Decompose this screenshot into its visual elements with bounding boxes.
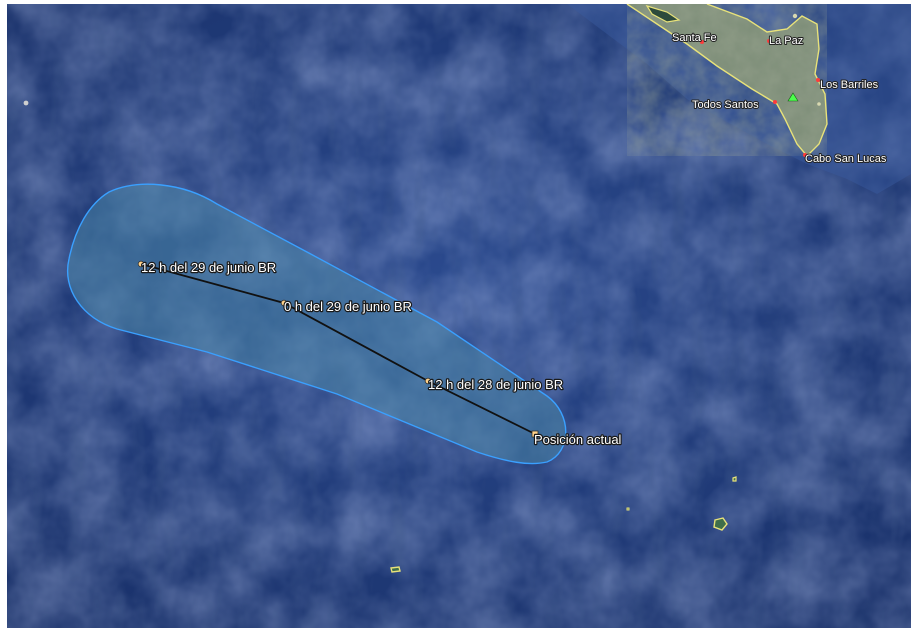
track-point-0[interactable]: 12 h del 29 de junio BR bbox=[137, 259, 277, 276]
track-point-marker-icon bbox=[280, 299, 288, 307]
marker-dot-icon bbox=[817, 102, 821, 106]
track-point-label: 12 h del 28 de junio BR bbox=[428, 377, 563, 392]
city-dot-icon bbox=[816, 78, 820, 82]
track-point-label: 12 h del 29 de junio BR bbox=[141, 260, 276, 275]
continental-shelf bbox=[567, 4, 911, 194]
map-canvas[interactable]: 12 h del 29 de junio BR 0 h del 29 de ju… bbox=[7, 4, 911, 628]
island-roca-partida bbox=[626, 507, 630, 511]
place-los-barriles[interactable]: Los Barriles bbox=[816, 78, 880, 92]
track-point-label: 0 h del 29 de junio BR bbox=[284, 299, 412, 314]
marker-dot-icon bbox=[23, 100, 29, 106]
forecast-track-line bbox=[140, 263, 536, 435]
forecast-cone[interactable] bbox=[67, 183, 567, 465]
place-label: Los Barriles bbox=[820, 79, 879, 91]
city-dot-icon bbox=[700, 40, 704, 44]
place-label: Santa Fe bbox=[672, 32, 717, 44]
map-viewport[interactable]: 12 h del 29 de junio BR 0 h del 29 de ju… bbox=[7, 4, 911, 628]
baja-coastline bbox=[626, 4, 828, 158]
place-todos-santos[interactable]: Todos Santos bbox=[691, 98, 777, 112]
city-dot-icon bbox=[773, 100, 777, 104]
track-point-marker-icon bbox=[137, 260, 145, 268]
city-dot-icon bbox=[767, 39, 771, 43]
place-cabo-san-lucas[interactable]: Cabo San Lucas bbox=[803, 152, 888, 166]
mountain-triangle-icon bbox=[787, 92, 799, 102]
track-point-3[interactable]: Posición actual bbox=[531, 430, 623, 448]
place-label: Todos Santos bbox=[692, 99, 759, 111]
island-coastline bbox=[645, 4, 681, 23]
place-santa-fe[interactable]: Santa Fe bbox=[671, 31, 718, 45]
island-clarion bbox=[390, 566, 401, 573]
current-position-marker-icon bbox=[531, 430, 539, 438]
place-la-paz[interactable]: La Paz bbox=[767, 34, 804, 48]
track-point-marker-icon bbox=[424, 377, 432, 385]
track-point-2[interactable]: 12 h del 28 de junio BR bbox=[424, 376, 564, 393]
current-position-label: Posición actual bbox=[534, 432, 622, 447]
place-label: La Paz bbox=[769, 35, 803, 47]
island-socorro bbox=[713, 517, 728, 531]
city-dot-icon bbox=[803, 153, 807, 157]
island-san-benedicto bbox=[732, 476, 737, 482]
place-label: Cabo San Lucas bbox=[805, 153, 887, 165]
track-point-1[interactable]: 0 h del 29 de junio BR bbox=[280, 298, 413, 315]
marker-dot-icon bbox=[792, 13, 798, 19]
baja-land-texture bbox=[627, 4, 827, 156]
